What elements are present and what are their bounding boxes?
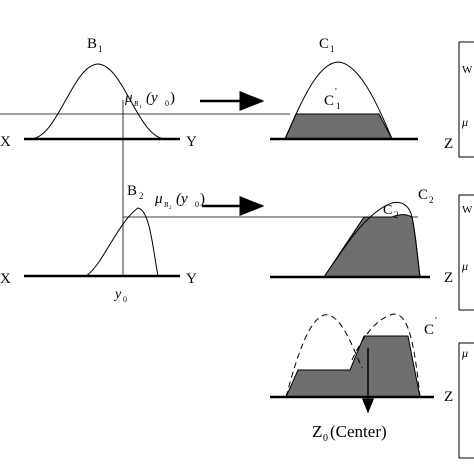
row1-output-box (458, 41, 474, 158)
row1-mu-close-paren: ) (170, 90, 175, 106)
row3-cprime-label: C (424, 322, 434, 338)
row3-aggregated-region (285, 335, 421, 398)
row1-c1-clipped-region (284, 113, 393, 140)
row1-y-label: Y (186, 134, 197, 150)
row2-mu-subsubscript: 2 (169, 206, 172, 211)
row3-cprime-mark: ' (435, 316, 437, 327)
row2-c2-subscript: 2 (429, 195, 434, 205)
row1-b1-subscript: 1 (98, 44, 103, 54)
row1-c1prime-subscript: 1 (336, 101, 341, 111)
row2-mu-argument: (y (176, 191, 188, 207)
row3-c2-dashed-curve (351, 313, 421, 398)
row2-x-label: X (0, 271, 11, 287)
row2-y0-subscript: 0 (123, 295, 127, 304)
row1-box-mu: μ (461, 115, 468, 129)
centroid-subscript: 0 (323, 433, 328, 444)
row2-mu-argument-subscript: 0 (195, 200, 199, 209)
row1-b1-curve (29, 63, 167, 140)
centroid-label: Z (312, 422, 322, 441)
row3-z-label: Z (444, 389, 453, 405)
row1-c1prime-label: C (324, 93, 334, 109)
row1-mu-argument: (y (146, 90, 158, 106)
row1-box-text: W (462, 64, 473, 76)
row2-mu-label: μ (154, 191, 163, 207)
row1-b1-label: B (87, 36, 97, 52)
row2-y0-label: y (113, 287, 122, 302)
row1-mu-label: μ (124, 90, 133, 106)
row2-mu-close-paren: ) (200, 191, 205, 207)
centroid-text: (Center) (330, 422, 387, 441)
row1-c1-subscript: 1 (330, 44, 335, 54)
row1-c1-label: C (319, 36, 329, 52)
row2-box-text: W (462, 204, 473, 216)
row2-c2-clipped-region (323, 214, 421, 278)
row2-c2-inner-subscript: 2 (394, 210, 399, 220)
row3-c1-dashed-curve (285, 314, 363, 398)
row1-z-label: Z (444, 136, 453, 152)
row2-box-mu: μ (461, 259, 468, 273)
row2-b2-label: B (127, 183, 137, 199)
row1-mu-subsubscript: 1 (139, 105, 142, 110)
row2-y-label: Y (186, 271, 197, 287)
row3-output-box (458, 342, 474, 459)
row1-x-label: X (0, 134, 11, 150)
row2-c2-inner-label: C (383, 203, 392, 218)
row2-c2-curve (323, 201, 421, 278)
row1-c1-curve (284, 61, 393, 140)
row2-b2-subscript: 2 (139, 191, 144, 201)
row2-c2-label: C (418, 187, 428, 203)
row3-box-mu: μ (461, 346, 468, 360)
row2-mu-subscript: B (164, 201, 169, 209)
row1-mu-argument-subscript: 0 (165, 99, 169, 108)
row1-c1prime-mark: ' (335, 87, 337, 98)
row2-output-box (458, 194, 474, 311)
row1-mu-subscript: B (134, 100, 139, 108)
row2-b2-curve (85, 207, 159, 277)
row2-z-label: Z (444, 270, 453, 286)
